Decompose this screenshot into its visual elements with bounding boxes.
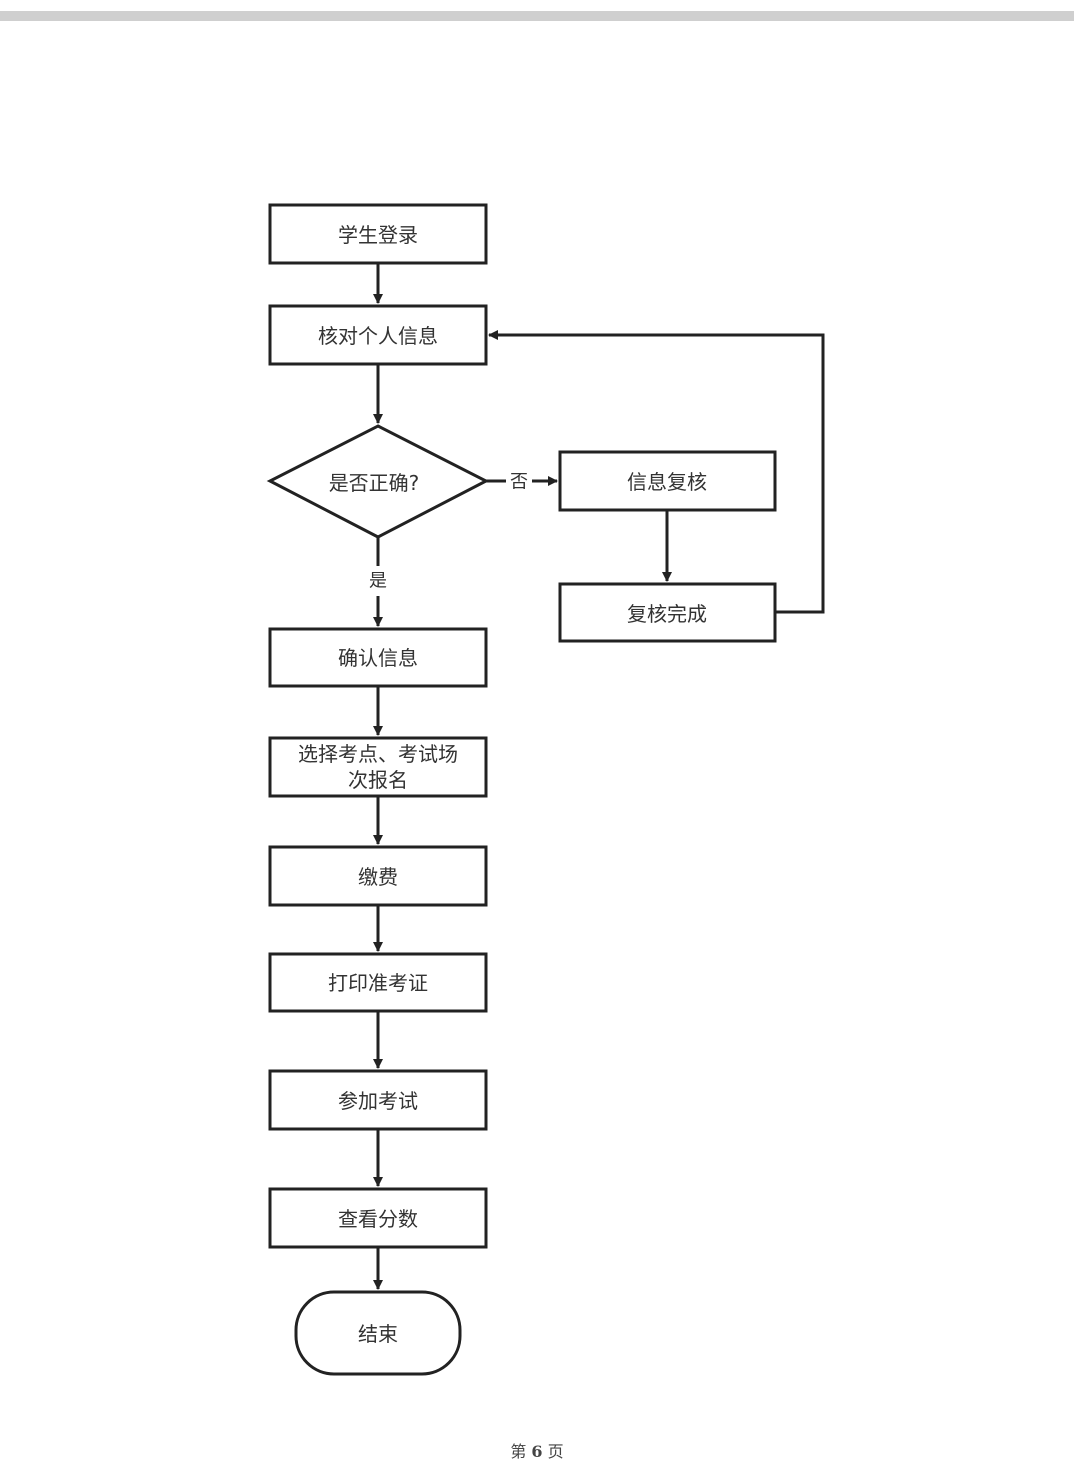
top-border-bar (0, 11, 1074, 21)
node-view-score-label: 查看分数 (338, 1207, 418, 1231)
node-decision-label: 是否正确? (329, 471, 420, 495)
node-print-ticket-box (268, 952, 488, 1013)
node-confirm-info-box (268, 627, 488, 688)
node-select-site-box (268, 736, 488, 798)
page-footer: 第 6 页 (0, 1438, 1074, 1462)
page-footer-suffix: 页 (547, 1442, 564, 1461)
node-student-login-label: 学生登录 (338, 223, 418, 247)
page-footer-prefix: 第 (510, 1442, 527, 1461)
node-review-done-box (558, 582, 777, 643)
node-end-terminator (294, 1290, 462, 1376)
node-view-score-box (268, 1187, 488, 1249)
node-decision-diamond (266, 424, 490, 539)
node-select-site-label-line1: 选择考点、考试场 (298, 742, 458, 766)
node-take-exam-label: 参加考试 (338, 1089, 418, 1113)
node-info-review-box (558, 450, 777, 512)
node-verify-info-label: 核对个人信息 (318, 324, 438, 348)
node-end-label: 结束 (358, 1322, 398, 1346)
edge-done-loop-back (488, 330, 825, 614)
node-confirm-info-label: 确认信息 (338, 646, 418, 670)
node-payment-label: 缴费 (358, 865, 398, 889)
node-print-ticket-label: 打印准考证 (328, 971, 428, 995)
page-number: 6 (531, 1442, 543, 1461)
node-payment-box (268, 845, 488, 907)
node-review-done-label: 复核完成 (627, 602, 707, 626)
edge-label-no: 否 (510, 472, 528, 493)
node-select-site-label-line2: 次报名 (348, 768, 408, 792)
node-verify-info-box (268, 304, 488, 366)
edge-label-yes: 是 (369, 571, 387, 592)
node-student-login-box (268, 203, 488, 265)
node-info-review-label: 信息复核 (627, 470, 707, 494)
node-take-exam-box (268, 1069, 488, 1131)
